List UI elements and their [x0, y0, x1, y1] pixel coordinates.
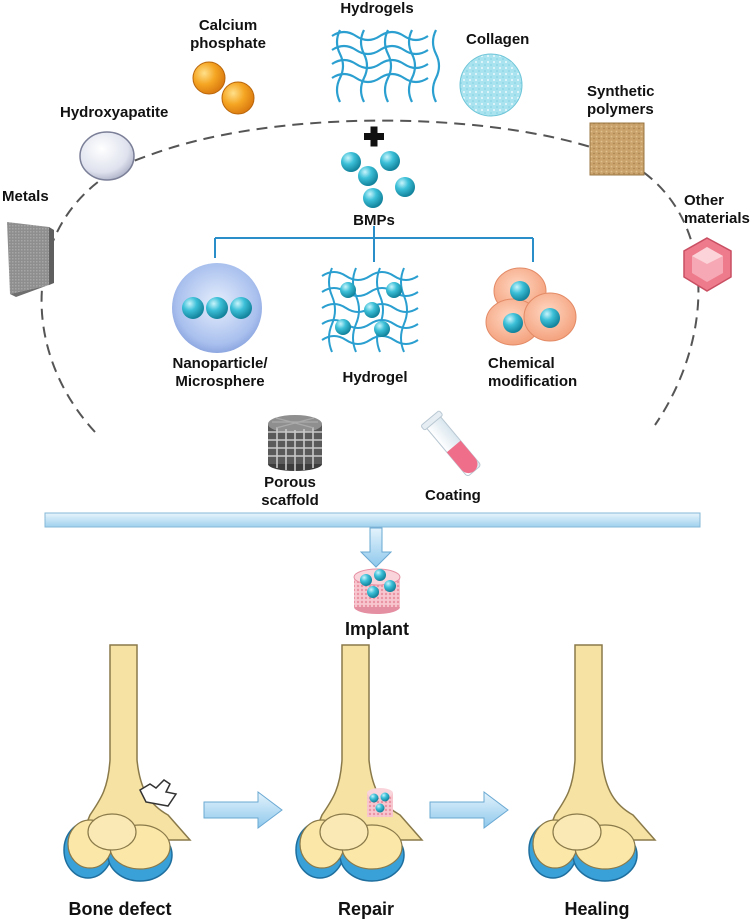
chemical-modification-label: Chemical modification: [488, 355, 577, 391]
other-materials-label: Other materials: [684, 192, 750, 228]
calcium-phosphate-line-2: phosphate: [190, 35, 266, 52]
process-arrow-2: [429, 791, 509, 829]
porous-scaffold-icon: [268, 415, 322, 471]
bone-repair-icon: [295, 644, 424, 882]
calcium-phosphate-icon: [192, 61, 255, 115]
plus-icon: [364, 126, 384, 147]
hydrogels-icon: [331, 29, 441, 103]
synthetic-polymers-line-2: polymers: [587, 101, 654, 118]
calcium-phosphate-line-1: Calcium: [198, 17, 258, 34]
bone-defect-icon: [63, 644, 192, 882]
nanoparticle-line-1: Nanoparticle/: [172, 355, 268, 372]
metals-icon: [7, 222, 54, 297]
hydroxyapatite-label: Hydroxyapatite: [60, 104, 169, 121]
bmp-cluster-icon: [341, 151, 415, 208]
bmps-label: BMPs: [353, 212, 395, 229]
other-materials-icon: [683, 237, 732, 292]
stage-repair-label: Repair: [337, 899, 395, 919]
porous-scaffold-line-1: Porous: [264, 474, 316, 491]
other-materials-line-2: materials: [684, 210, 750, 227]
nanoparticle-microsphere-icon: [172, 263, 262, 353]
synthetic-polymers-line-1: Synthetic: [587, 83, 655, 100]
hydrogels-label: Hydrogels: [340, 0, 414, 17]
porous-scaffold-line-2: scaffold: [261, 492, 319, 509]
bone-healing-icon: [528, 644, 657, 882]
synthetic-polymers-icon: [589, 122, 645, 176]
chemical-modification-icon: [485, 267, 577, 346]
coating-label: Coating: [425, 487, 481, 504]
stage-bone-defect-label: Bone defect: [68, 899, 172, 919]
nanoparticle-line-2: Microsphere: [175, 373, 265, 390]
implant-label: Implant: [344, 619, 409, 639]
porous-scaffold-label: Porous scaffold: [250, 474, 330, 510]
implant-icon: [353, 568, 401, 614]
other-materials-line-1: Other: [684, 192, 725, 209]
bracket-connector: [214, 226, 534, 262]
chemical-modification-line-2: modification: [488, 373, 578, 390]
process-arrow-1: [203, 791, 283, 829]
hydrogel-bmp-icon: [321, 267, 419, 353]
coating-tube-icon: [421, 410, 481, 477]
hydrogel-label: Hydrogel: [342, 369, 408, 386]
chemical-modification-line-1: Chemical: [488, 355, 555, 372]
separator-bar: [44, 512, 701, 528]
collagen-label: Collagen: [466, 31, 530, 48]
calcium-phosphate-label: Calcium phosphate: [178, 17, 278, 53]
implant-in-bone-icon: [367, 788, 393, 817]
nanoparticle-microsphere-label: Nanoparticle/ Microsphere: [160, 355, 280, 391]
collagen-icon: [459, 53, 523, 117]
metals-label: Metals: [2, 188, 49, 205]
down-arrow-icon: [359, 527, 393, 568]
synthetic-polymers-label: Synthetic polymers: [587, 83, 655, 119]
stage-healing-label: Healing: [564, 899, 630, 919]
hydroxyapatite-icon: [79, 131, 135, 181]
